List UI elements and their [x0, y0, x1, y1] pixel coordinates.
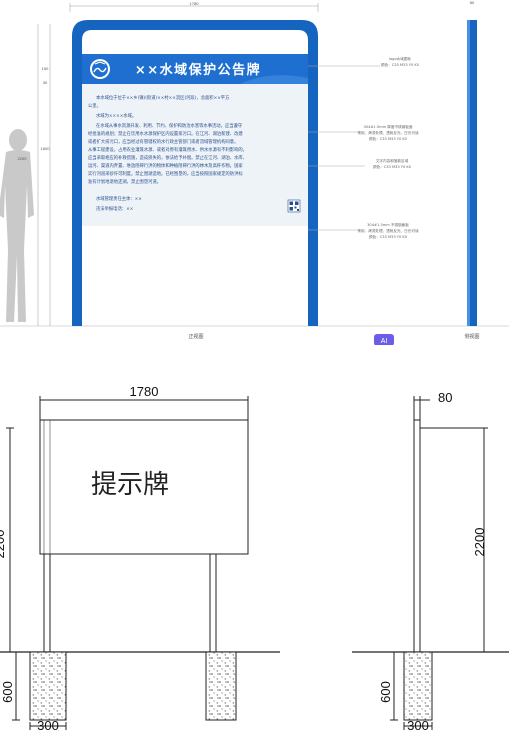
right-foundation — [205, 651, 237, 721]
sign-body-line: 从事工程建设，占用农业灌溉水源、或者对原有灌溉用水、供水水源有不利影响的， — [88, 146, 247, 153]
annotation-line: 304#1.5mm 厚度不锈钢板面 — [364, 124, 413, 129]
top-width-dimension: 1780 — [69, 1, 319, 12]
annotation-line: 颜色：C33 M33 Y0 K0 — [369, 136, 408, 141]
sign-footer-line: 违法举报电话：×× — [96, 205, 134, 212]
annotation-line: 颜色：C33 M33 Y0 K0 — [369, 234, 408, 239]
board-outline — [39, 419, 249, 555]
sign-body-line: 本水域位于位于××乡(镇)(街道)××村××流区(河段)，总面积××平方 — [96, 94, 230, 101]
side-thickness-label: 80 — [470, 0, 475, 5]
dim-1600-label: 1600 — [41, 146, 51, 151]
annotations: logo水域图标 颜色：C33 M33 Y0 K0 304#1.5mm 厚度不锈… — [357, 56, 419, 239]
annotation-line: 文字内容和落款区域 — [376, 158, 409, 163]
rendered-sign-panel: 1780 150 30 1600 2200 ××水域保护公告牌 — [0, 0, 509, 345]
front-width-label: 1780 — [130, 384, 159, 399]
line-drawing-panel: 1780 提示牌 2200 600 300 80 — [0, 360, 509, 735]
side-view-label: 侧视图 — [464, 333, 479, 340]
side-thickness-label: 80 — [438, 390, 452, 405]
front-foundation-width-label: 300 — [37, 718, 59, 733]
left-dimensions: 150 30 1600 2200 — [18, 24, 51, 326]
sign-body-text: 本水域位于位于××乡(镇)(街道)××村××流区(河段)，总面积××平方 公里。… — [88, 94, 247, 212]
annotation-line: logo水域图标 — [389, 56, 411, 61]
side-foundation-width-label: 300 — [407, 718, 429, 733]
left-foundation — [29, 651, 67, 721]
sign-body-line: 公里。 — [88, 103, 101, 109]
sign-body-line: 经批准的规划；禁止在饮用水水源保护区内设置排污口。在江河、湖泊新建、改建 — [88, 130, 243, 137]
top-width-label: 1780 — [190, 1, 200, 6]
annotation-line: 304#1.5mm 不锈钢面板 — [367, 222, 409, 227]
human-silhouette — [0, 129, 34, 322]
sign-body-line: 准有计划地退地还湖。禁止围垦河道。 — [88, 178, 161, 185]
sign-title: ××水域保护公告牌 — [135, 62, 261, 78]
side-foundation-depth-label: 600 — [378, 681, 393, 703]
board-text: 提示牌 — [91, 470, 169, 500]
sign-body-line: 在水域从事水资源开发、利用、节约、保护和防治水害等水事活动，应当遵守 — [96, 122, 243, 129]
front-height-label: 2200 — [0, 530, 7, 559]
sign-board-body — [82, 84, 308, 226]
annotation-line: 采用、烤漆处理、透射反光、日光可读 — [357, 228, 418, 233]
rendered-sign-svg: 1780 150 30 1600 2200 ××水域保护公告牌 — [0, 0, 509, 345]
line-drawing-svg: 1780 提示牌 2200 600 300 80 — [0, 384, 509, 733]
annotation-line: 颜色：C33 M33 Y0 K0 — [373, 164, 412, 169]
sign-footer-line: 水域管理责任主体：×× — [96, 195, 142, 202]
dim-30-label: 30 — [43, 80, 48, 85]
annotation-line: 颜色：C33 M33 Y0 K0 — [381, 62, 420, 67]
qr-code-icon — [287, 199, 301, 213]
sign-body-line: 实行河道采砂许可制度。禁止围湖造地。已经围垦的，应当按照国家规定的防洪标 — [88, 170, 243, 177]
sign-body-line: 应当采取相应的补救措施，造成损失的，依法给予补偿。禁止在江河、湖泊、水库、 — [88, 154, 247, 161]
dim-2200-label: 2200 — [18, 156, 28, 161]
annotation-leaders — [308, 65, 380, 231]
ai-badge: AI — [374, 334, 394, 345]
dim-150-label: 150 — [42, 66, 49, 71]
ai-badge-text: AI — [381, 338, 388, 345]
side-foundation — [403, 651, 433, 721]
sign-body-line: 运河、渠道内弃置、堆放阻碍行洪的物体和种植阻碍行洪的林木及高秆作物。国家 — [88, 162, 243, 169]
front-view-label: 正视图 — [188, 333, 203, 340]
annotation-line: 采用、烤漆处理、透射反光、日光可读 — [357, 130, 418, 135]
side-height-label: 2200 — [472, 528, 487, 557]
front-foundation-depth-label: 600 — [0, 681, 15, 703]
side-view-render: 80 — [467, 0, 477, 326]
sign-header: ××水域保护公告牌 — [82, 54, 308, 84]
sign-body-line: 或者扩大排污口，应当经过有管辖权的水行政主管部门或者流域管理机构同意。 — [88, 138, 238, 145]
sign-body-line: 水域为××××水域。 — [96, 112, 136, 119]
